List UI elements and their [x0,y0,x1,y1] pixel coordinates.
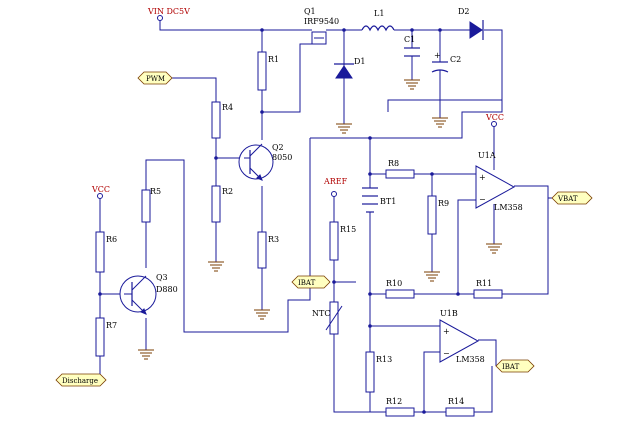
d1-diode: D1 [334,57,366,79]
r7-label: R7 [106,321,117,330]
c1-capacitor: C1 [404,35,420,57]
r10-resistor: R10 [385,279,415,299]
vbat-port: VBAT [551,191,593,205]
r6-label: R6 [106,235,117,244]
r4-resistor: R4 [211,101,233,139]
q2-part: 8050 [272,153,292,162]
aref-terminal: AREF [323,177,348,197]
q3-transistor: Q3 D880 [119,273,178,315]
r14-label: R14 [448,397,464,406]
c2-label: C2 [450,55,461,64]
ground-u1a [486,243,502,254]
u1b-plus: + [443,327,450,336]
r15-label: R15 [340,225,356,234]
ground-r3 [254,309,270,320]
r11-resistor: R11 [473,279,503,299]
r6-resistor: R6 [95,231,117,273]
vcc-left-label: VCC [91,185,110,194]
u1a-part: LM358 [494,203,523,212]
u1b-part: LM358 [456,355,485,364]
u1a-label: U1A [478,151,496,160]
bt1-label: BT1 [380,197,396,206]
d2-label: D2 [458,7,470,16]
r5-label: R5 [150,187,161,196]
r1-label: R1 [268,55,279,64]
u1b-minus: − [443,349,450,358]
l1-inductor: L1 [361,9,395,32]
ground-r9 [424,271,440,282]
r14-resistor: R14 [445,397,475,417]
u1a-opamp: + − U1A LM358 [475,151,523,212]
ibat-right-label: IBAT [502,363,520,371]
d2-diode: D2 [458,7,484,40]
q2-transistor: Q2 8050 [238,143,292,181]
wires [99,18,552,413]
q1-part: IRF9540 [304,17,339,26]
q3-part: D880 [156,285,178,294]
ibat-left-port: IBAT [291,275,331,289]
r9-label: R9 [438,199,449,208]
q1-label: Q1 [304,7,316,16]
vcc-top-label: VCC [485,113,504,122]
r3-label: R3 [268,235,279,244]
r10-label: R10 [386,279,402,288]
vcc-top: VCC [485,113,504,127]
r2-label: R2 [222,187,233,196]
aref-label: AREF [323,177,348,186]
ground-c2 [432,117,448,128]
r7-resistor: R7 [95,317,117,357]
r13-resistor: R13 [365,351,392,393]
u1b-label: U1B [440,309,458,318]
discharge-port-label: Discharge [62,377,98,385]
q2-label: Q2 [272,143,284,152]
pwm-port: PWM [137,71,173,85]
q1-mosfet: Q1 IRF9540 [304,7,339,45]
ntc-label: NTC [312,309,330,318]
ntc-thermistor: NTC [312,301,343,335]
l1-label: L1 [374,9,384,18]
discharge-port: Discharge [55,372,107,387]
r4-label: R4 [222,103,233,112]
vin-label: VIN DC5V [147,7,190,16]
pwm-port-label: PWM [146,75,165,83]
bt1-battery: BT1 [362,187,396,213]
u1b-opamp: + − U1B LM358 [439,309,485,364]
c1-label: C1 [404,35,415,44]
vbat-port-label: VBAT [557,195,578,203]
ground-d1 [336,123,352,134]
vcc-left: VCC [91,185,110,199]
c2-capacitor: + C2 [431,51,461,73]
u1a-plus: + [479,173,486,182]
r8-resistor: R8 [385,159,415,179]
ground-r2 [208,261,224,272]
r15-resistor: R15 [329,221,356,261]
vin-terminal: VIN DC5V [147,7,190,21]
ground-c1 [404,79,420,90]
r3-resistor: R3 [257,231,279,269]
q3-label: Q3 [156,273,168,282]
r8-label: R8 [388,159,399,168]
r9-resistor: R9 [427,195,449,235]
ibat-right-port: IBAT [495,359,535,373]
r12-resistor: R12 [385,397,415,417]
r13-label: R13 [376,355,392,364]
r12-label: R12 [386,397,402,406]
ground-q3 [138,349,154,360]
ibat-left-label: IBAT [298,279,316,287]
d1-label: D1 [354,57,366,66]
r5-resistor: R5 [141,187,161,223]
r2-resistor: R2 [211,185,233,223]
c2-plus: + [434,51,441,60]
junctions [98,28,460,414]
r1-resistor: R1 [257,51,279,91]
r11-label: R11 [476,279,492,288]
u1a-minus: − [479,195,486,204]
